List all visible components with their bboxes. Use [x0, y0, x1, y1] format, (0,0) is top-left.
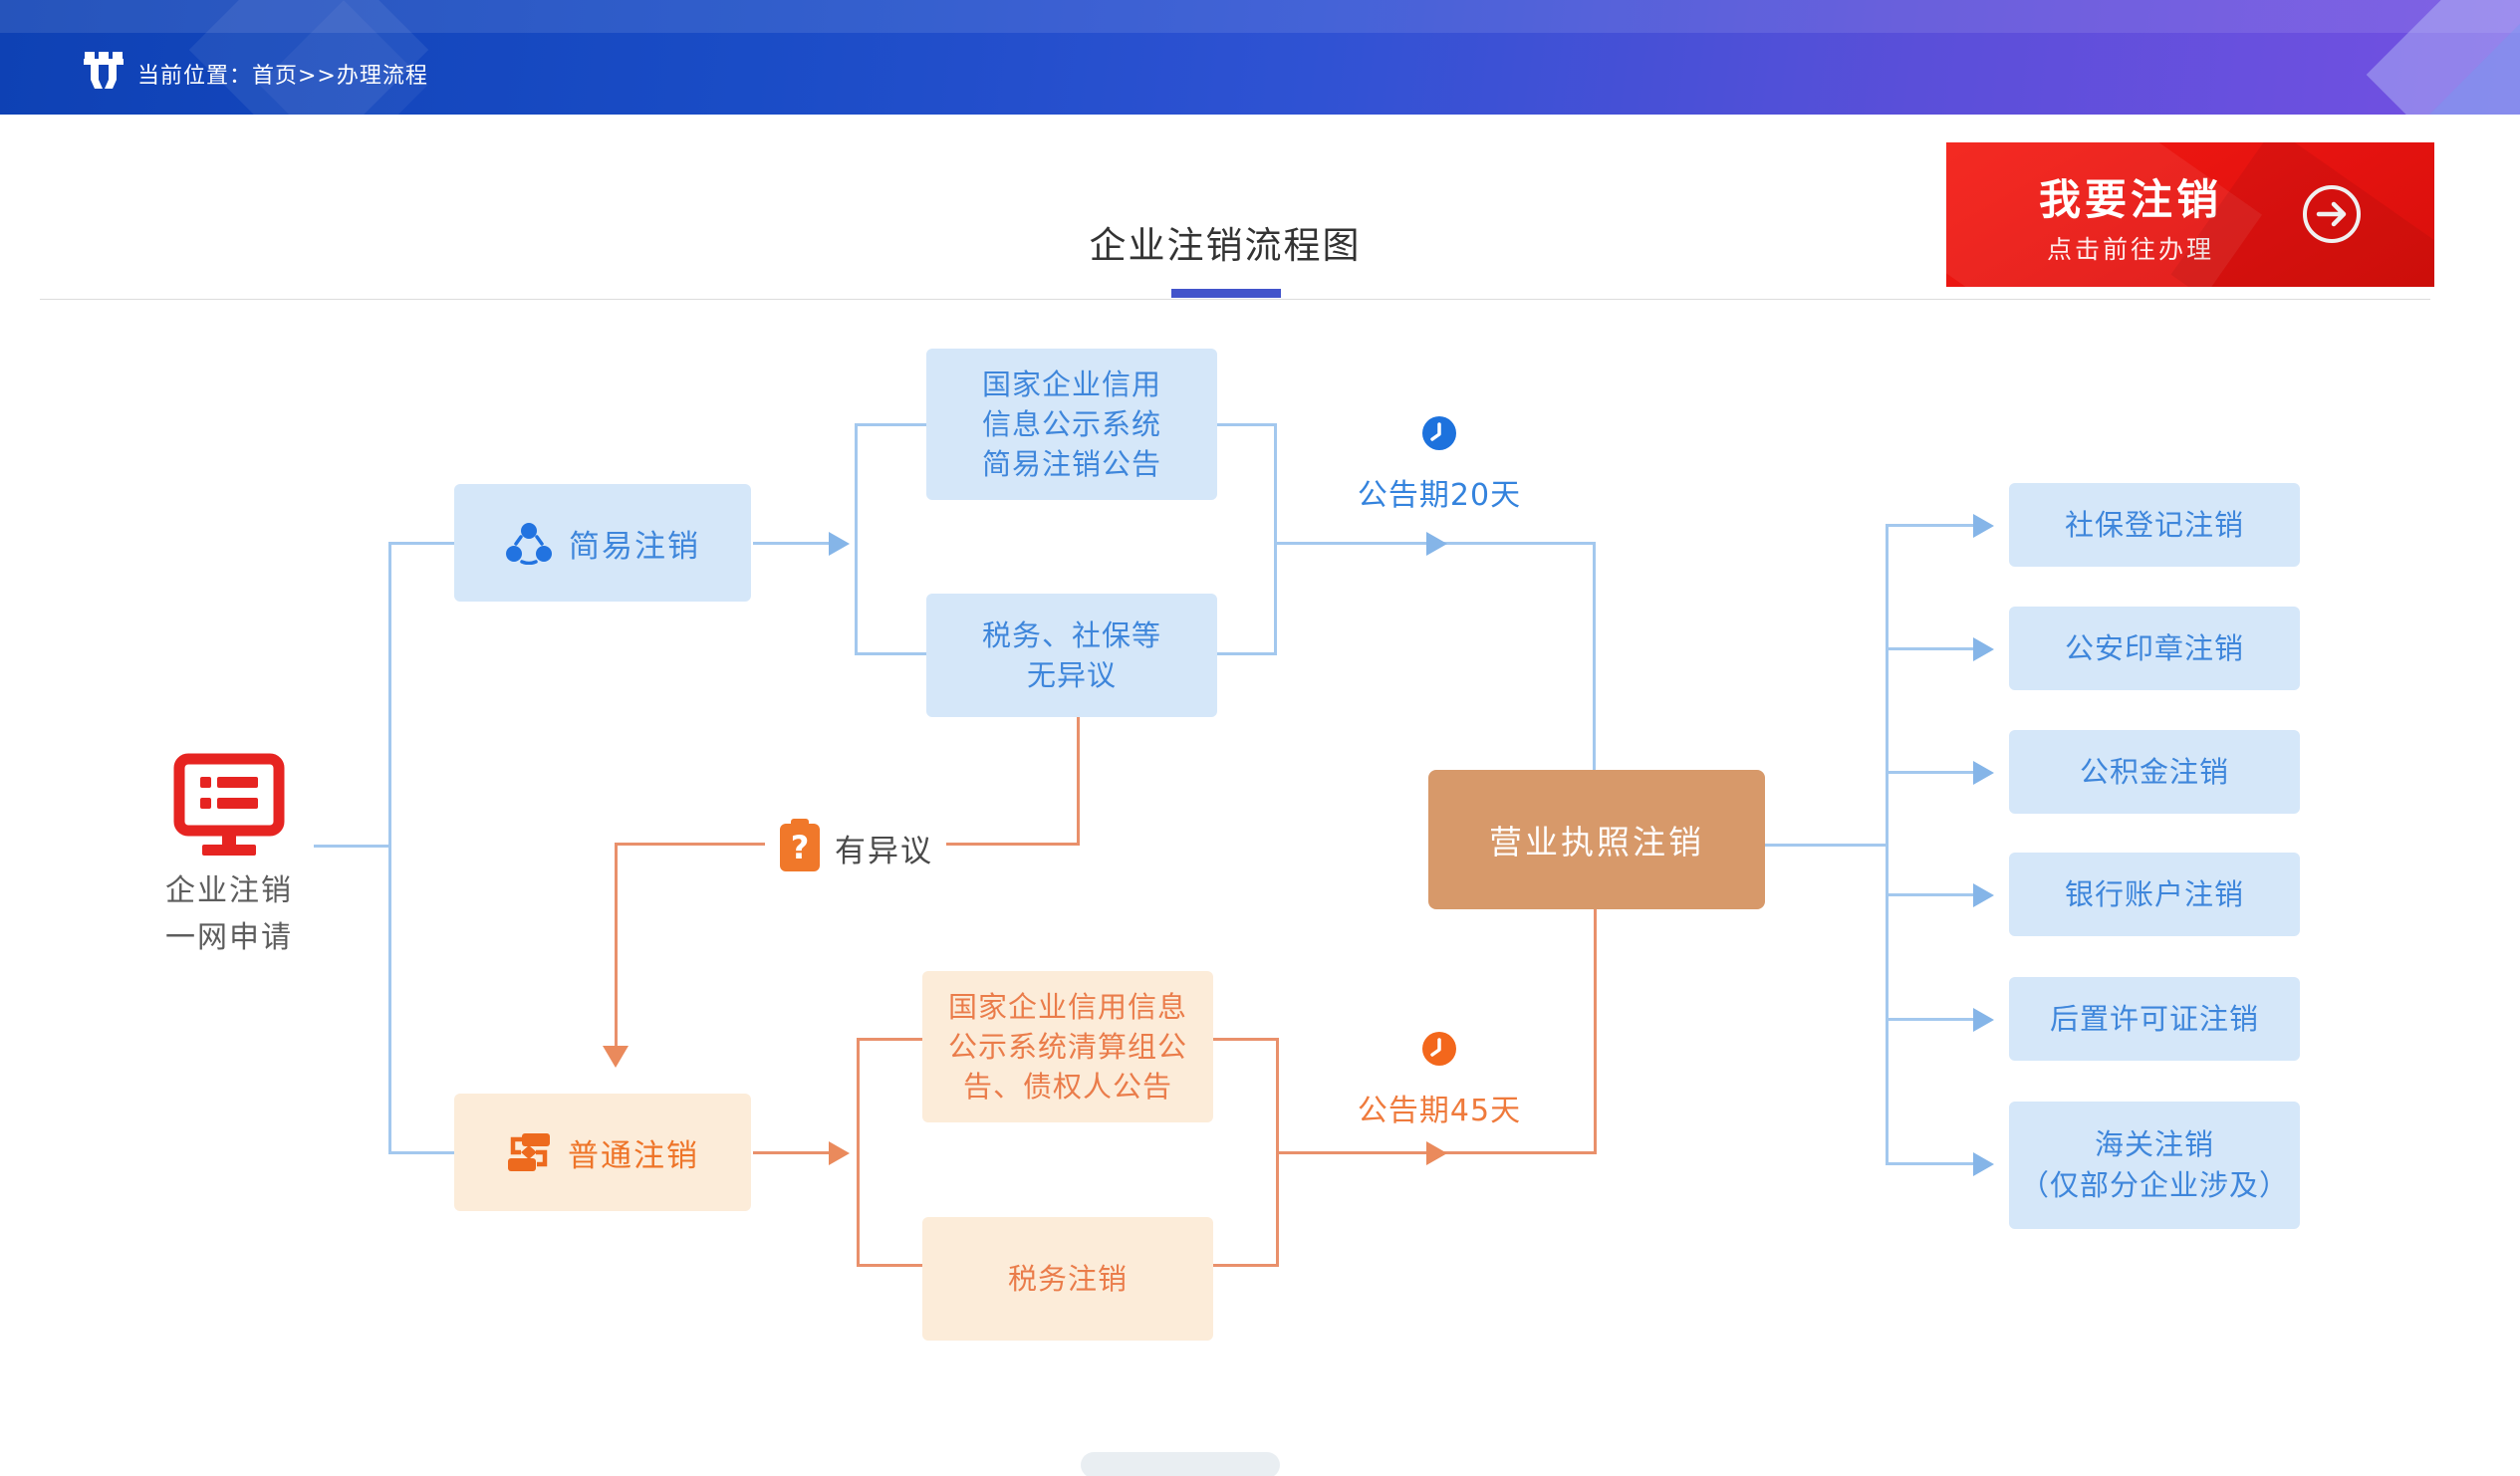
- arrow-head: [603, 1046, 629, 1068]
- flow-connector: [1274, 423, 1277, 655]
- flow-connector: [1886, 893, 1975, 896]
- cta-main-label: 我要注销: [2038, 175, 2222, 224]
- flow-connector: [946, 843, 1080, 846]
- cta-sub-label: 点击前往办理: [2046, 235, 2214, 264]
- flow-connector: [1213, 1038, 1277, 1041]
- clipboard-question-icon: ?: [777, 817, 823, 874]
- title-divider: [40, 299, 2430, 300]
- breadcrumb[interactable]: 当前位置：首页>>办理流程: [137, 64, 428, 89]
- top-banner: 当前位置：首页>>办理流程: [0, 0, 2520, 115]
- title-accent-underline: [1171, 289, 1281, 298]
- flow-connector: [1765, 844, 1888, 847]
- post-step-box: 后置许可证注销: [2009, 977, 2300, 1061]
- objection-label: 有异议: [835, 834, 933, 869]
- flow-connector: [1217, 423, 1277, 426]
- flow-connector: [1886, 1162, 1975, 1165]
- arrow-head: [1973, 1008, 1994, 1032]
- no-objection-box: 税务、社保等 无异议: [926, 594, 1217, 717]
- flow-connector: [1594, 909, 1597, 1153]
- flow-connector: [1886, 524, 1889, 1164]
- simple-period-label: 公告期20天: [1357, 478, 1522, 513]
- arrow-head: [1973, 637, 1994, 661]
- flow-connector: [1077, 717, 1080, 845]
- bottom-scroll-indicator[interactable]: [1081, 1452, 1280, 1476]
- simple-announce-box: 国家企业信用 信息公示系统 简易注销公告: [926, 349, 1217, 500]
- normal-period-label: 公告期45天: [1357, 1094, 1522, 1128]
- tax-cancel-box: 税务注销: [922, 1217, 1213, 1341]
- page-title: 企业注销流程图: [1089, 224, 1362, 267]
- flow-connector: [753, 1151, 829, 1154]
- arrow-head: [1973, 883, 1994, 907]
- flow-connector: [388, 542, 391, 1153]
- flow-connector: [855, 652, 926, 655]
- site-logo-gate-icon[interactable]: [84, 52, 124, 90]
- arrow-head: [1973, 1152, 1994, 1176]
- flow-connector: [1886, 771, 1975, 774]
- flow-connector: [1886, 647, 1975, 650]
- business-license-cancel-box: 营业执照注销: [1428, 770, 1765, 909]
- arrow-head: [1426, 532, 1447, 556]
- arrow-head: [829, 532, 850, 556]
- flow-connector: [1886, 1018, 1975, 1021]
- liquidation-announce-box: 国家企业信用信息 公示系统清算组公 告、债权人公告: [922, 971, 1213, 1122]
- post-step-box: 公积金注销: [2009, 730, 2300, 814]
- arrow-head: [1973, 514, 1994, 538]
- flow-connector: [1213, 1264, 1277, 1267]
- workflow-icon: [508, 1133, 550, 1171]
- arrow-head: [1973, 761, 1994, 785]
- flow-connector: [1886, 524, 1975, 527]
- normal-cancel-node: 普通注销: [454, 1094, 751, 1211]
- monitor-list-icon: [173, 753, 285, 856]
- flow-connector: [855, 423, 926, 426]
- clock-icon: [1421, 1031, 1457, 1067]
- post-step-box: 银行账户注销: [2009, 853, 2300, 936]
- start-node: 企业注销 一网申请: [118, 753, 341, 961]
- svg-text:?: ?: [791, 829, 810, 866]
- arrow-head: [829, 1141, 850, 1165]
- post-step-box: 海关注销 （仅部分企业涉及）: [2009, 1102, 2300, 1229]
- flow-connector: [388, 542, 454, 545]
- flow-connector: [388, 1151, 454, 1154]
- flow-connector: [855, 423, 858, 655]
- flow-connector: [616, 843, 765, 846]
- flow-connector: [1593, 542, 1596, 771]
- arrow-head: [1426, 1141, 1447, 1165]
- flow-connector: [857, 1038, 922, 1041]
- flow-connector: [857, 1264, 922, 1267]
- normal-cancel-label: 普通注销: [568, 1137, 699, 1174]
- start-node-label: 企业注销 一网申请: [165, 873, 293, 955]
- share-network-icon: [506, 523, 552, 565]
- flow-connector: [753, 542, 829, 545]
- flow-connector: [857, 1038, 860, 1267]
- arrow-right-circle-icon: [2301, 183, 2363, 245]
- flow-connector: [615, 843, 618, 1048]
- post-step-box: 社保登记注销: [2009, 483, 2300, 567]
- simple-cancel-node: 简易注销: [454, 484, 751, 602]
- banner-top-strip: [0, 0, 2520, 33]
- simple-cancel-label: 简易注销: [569, 528, 700, 565]
- flow-connector: [1217, 652, 1277, 655]
- clock-icon: [1421, 415, 1457, 451]
- flow-connector: [314, 845, 391, 848]
- post-step-box: 公安印章注销: [2009, 607, 2300, 690]
- cancel-cta-button[interactable]: 我要注销 点击前往办理: [1946, 142, 2434, 287]
